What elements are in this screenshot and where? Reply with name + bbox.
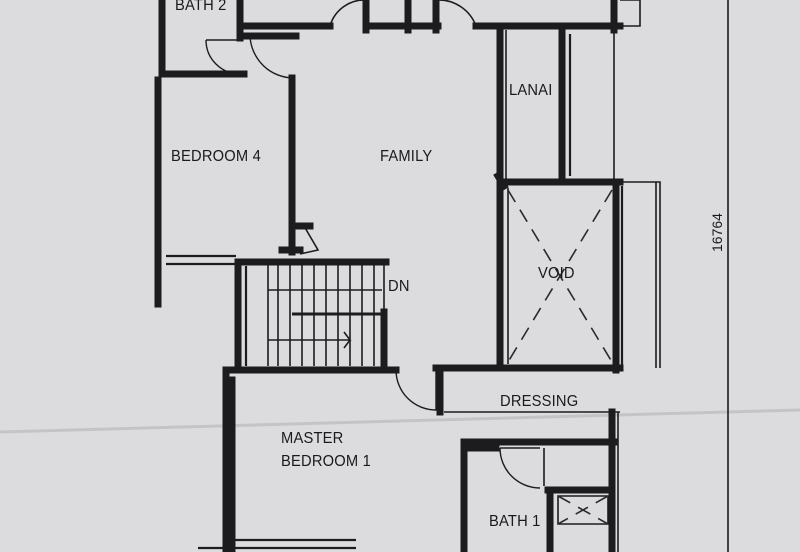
family-top-walls: [329, 0, 641, 34]
label-dressing: DRESSING: [500, 393, 579, 410]
void-area: [496, 178, 661, 374]
label-master-line1: MASTER: [281, 430, 344, 447]
bedroom4-walls: [154, 32, 320, 308]
label-lanai: LANAI: [509, 82, 553, 99]
staircase: [234, 258, 390, 372]
bath2-walls: [158, 0, 334, 78]
paper-fold: [0, 408, 800, 434]
label-stair-down: DN: [388, 278, 410, 295]
master-bedroom-walls: [198, 364, 624, 552]
label-family: FAMILY: [380, 148, 433, 165]
label-bath2: BATH 2: [175, 0, 227, 14]
label-bath1: BATH 1: [489, 513, 541, 530]
label-void: VOID: [538, 265, 575, 282]
dimension-label: 16764: [709, 213, 725, 252]
label-bedroom4: BEDROOM 4: [171, 148, 262, 165]
bath1-walls: [460, 408, 619, 552]
label-master-line2: BEDROOM 1: [281, 453, 372, 470]
